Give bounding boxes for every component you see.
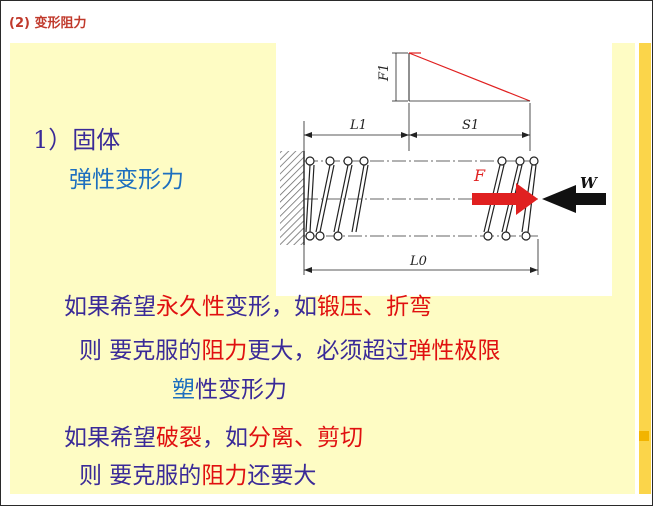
text-segment: 更大，必须超过 [247, 338, 409, 364]
spring-diagram: F1 L1 S1 F [276, 43, 612, 296]
elastic-force-label: 弹性变形力 [69, 167, 184, 193]
text-segment: 则 要克服的 [79, 463, 202, 489]
arrowhead [530, 267, 538, 273]
label-l1: L1 [349, 118, 367, 133]
emphasis-fracture: 破裂 [156, 425, 202, 451]
arrowhead [522, 132, 530, 138]
force-arrow-f [472, 183, 538, 215]
text-segment: 如果希望 [64, 294, 156, 320]
accent-strip [639, 43, 651, 494]
plastic-force-line: 塑性变形力 [172, 370, 287, 404]
emphasis-forging-bending: 锻压、折弯 [317, 294, 432, 320]
fracture-line: 如果希望破裂，如分离、剪切 [64, 418, 363, 452]
label-l0: L0 [409, 254, 427, 269]
text-segment: 变形，如 [225, 294, 317, 320]
spring-coils-left [305, 156, 369, 241]
text-segment: 则 要克服的 [79, 338, 202, 364]
arrowhead [304, 267, 312, 273]
greater-resistance-line: 则 要克服的阻力还要大 [79, 456, 316, 490]
text-segment: 如果希望 [64, 425, 156, 451]
label-f: F [473, 166, 486, 185]
text-segment: ，如 [202, 425, 248, 451]
elastic-limit-line: 则 要克服的阻力更大，必须超过弹性极限 [79, 331, 500, 365]
heading-solid: 1）固体 [33, 126, 121, 154]
spring-diagram-svg: F1 L1 S1 F [280, 52, 606, 275]
emphasis-elastic-limit: 弹性极限 [408, 338, 501, 364]
arrowhead [409, 132, 417, 138]
force-arrow-w [542, 185, 606, 213]
label-f1: F1 [377, 64, 392, 82]
text-segment: 还要大 [247, 463, 317, 489]
label-s1: S1 [462, 118, 479, 133]
emphasis-separation-shear: 分离、剪切 [248, 425, 363, 451]
force-plot-slope [408, 52, 531, 102]
label-w: W [580, 174, 599, 192]
fixed-wall [280, 151, 304, 245]
text-segment: 性变形力 [195, 377, 287, 403]
emphasis-resistance: 阻力 [201, 463, 248, 489]
arrowhead [304, 132, 312, 138]
permanent-deformation-line: 如果希望永久性变形，如锻压、折弯 [64, 287, 432, 321]
emphasis-resistance: 阻力 [201, 338, 248, 364]
accent-marker [639, 431, 649, 441]
arrowhead [401, 132, 409, 138]
emphasis-permanent: 永久性 [156, 294, 225, 320]
emphasis-plastic: 塑 [172, 377, 195, 403]
section-title: (2) 变形阻力 [9, 16, 87, 31]
